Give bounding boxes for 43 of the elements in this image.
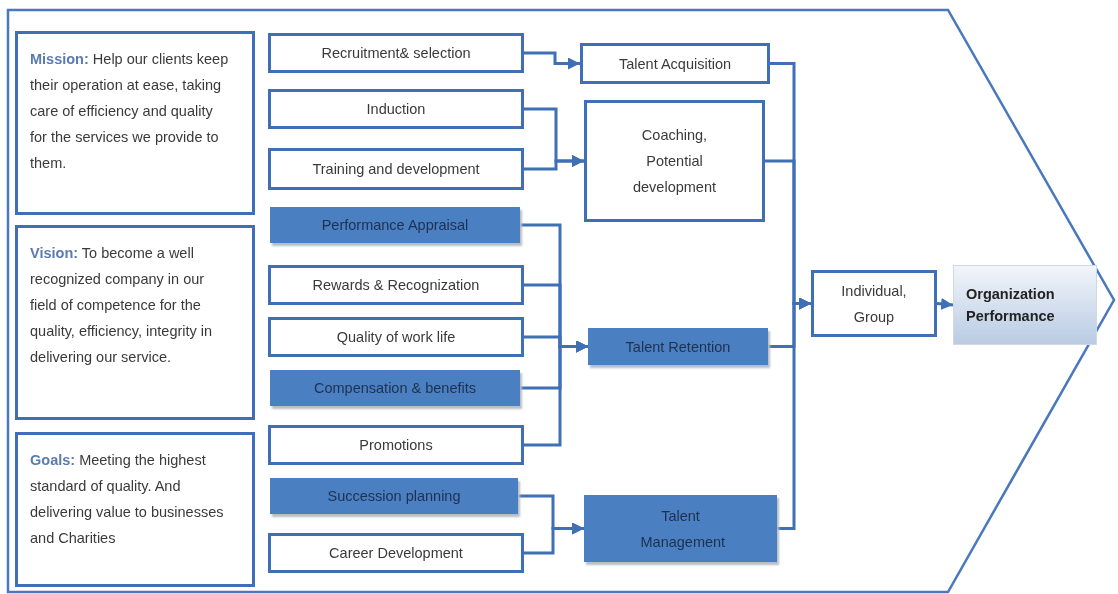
box-label: Succession planning bbox=[327, 488, 461, 504]
box-label: Recruitment& selection bbox=[321, 45, 471, 61]
box-label: Rewards & Recognization bbox=[312, 277, 480, 293]
box-label: Talent Retention bbox=[625, 338, 731, 355]
connector-arrow bbox=[936, 297, 954, 310]
connector-arrow bbox=[524, 155, 584, 171]
connector-arrow bbox=[524, 51, 580, 70]
box-label: Training and development bbox=[312, 161, 480, 177]
statement-box bbox=[15, 225, 255, 420]
connector-arrow bbox=[524, 522, 584, 555]
connector-arrow bbox=[777, 297, 811, 530]
box-label: Individual, Group bbox=[840, 281, 908, 327]
process-box bbox=[268, 265, 524, 305]
box-label: Performance Appraisal bbox=[321, 217, 469, 233]
process-box bbox=[268, 89, 524, 129]
result-box bbox=[953, 265, 1097, 345]
process-box bbox=[268, 317, 524, 357]
statement-text: Mission: Help our clients keep their operation at ease, taking care of efficiency and quality for the services we provide to them. bbox=[30, 50, 230, 173]
process-box bbox=[584, 100, 765, 222]
process-box bbox=[268, 533, 524, 573]
process-box bbox=[270, 478, 518, 514]
process-box bbox=[588, 328, 768, 365]
box-label: Induction bbox=[366, 101, 426, 117]
box-label: Organization Performance bbox=[966, 285, 1056, 326]
statement-text: Vision: To become a well recognized company in our field of competence for the quality, efficiency, integrity in delivering our service. bbox=[30, 244, 214, 367]
box-label: Coaching, Potential development bbox=[632, 126, 717, 197]
statement-text: Goals: Meeting the highest standard of quality. And delivering value to businesses and Charities bbox=[30, 451, 225, 548]
process-box bbox=[580, 43, 770, 84]
process-box bbox=[584, 495, 777, 562]
box-label: Compensation & benefits bbox=[314, 380, 476, 396]
process-box bbox=[811, 270, 937, 337]
process-box bbox=[268, 425, 524, 465]
statement-box bbox=[15, 31, 255, 215]
box-label: Promotions bbox=[359, 437, 433, 453]
process-box bbox=[268, 148, 524, 190]
box-label: Quality of work life bbox=[336, 329, 456, 345]
box-label: Talent Acquisition bbox=[618, 55, 731, 72]
connector-arrow bbox=[524, 340, 588, 447]
box-label: Career Development bbox=[329, 545, 463, 561]
statement-box bbox=[15, 432, 255, 587]
process-box bbox=[268, 33, 524, 73]
process-box bbox=[270, 370, 520, 406]
process-box bbox=[270, 207, 520, 243]
